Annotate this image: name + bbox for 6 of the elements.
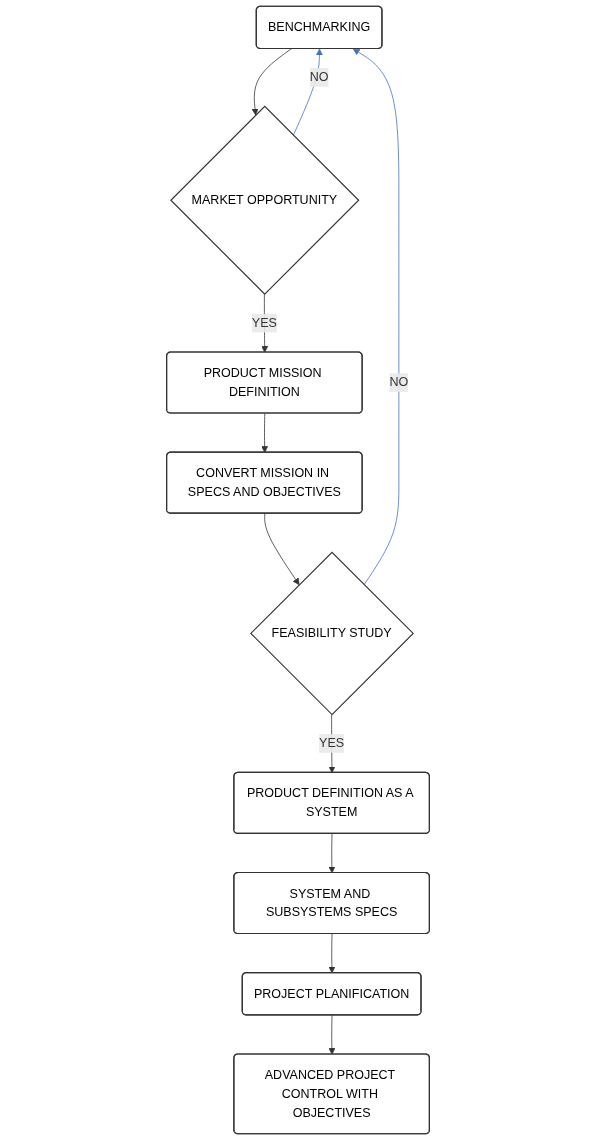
edge-label: NO [389, 375, 409, 389]
node-diamond: FEASIBILITY STUDY [250, 551, 414, 716]
edge-label: NO [309, 70, 329, 84]
node-diamond: MARKET OPPORTUNITY [170, 105, 360, 295]
edge-label: YES [319, 736, 345, 750]
edge-label: YES [251, 316, 277, 330]
